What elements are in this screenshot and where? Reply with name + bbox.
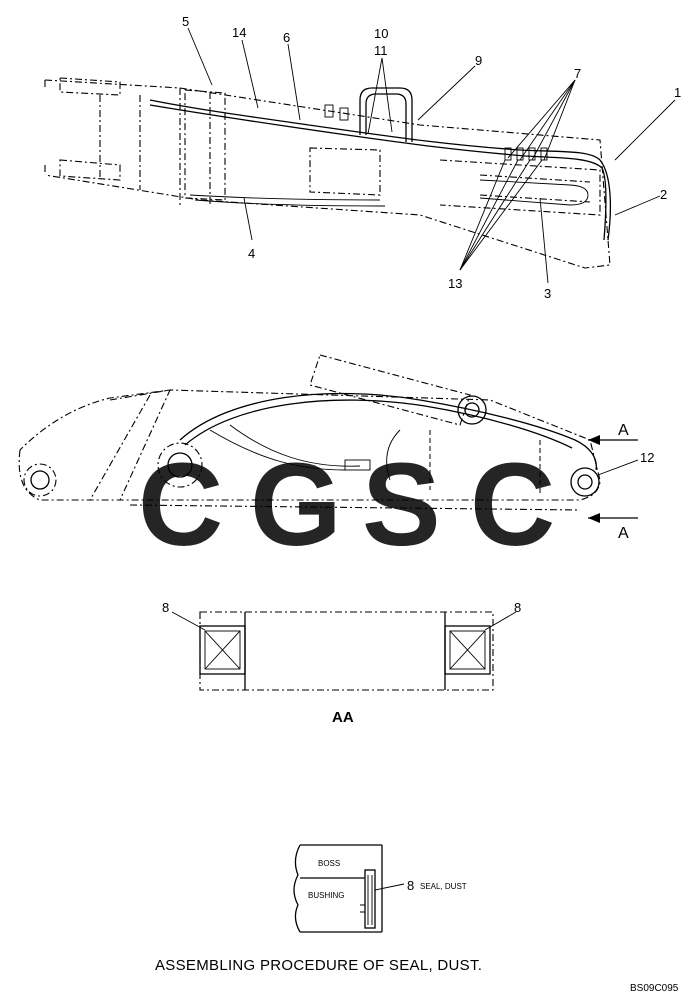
callout-8-detail: 8 bbox=[407, 878, 414, 893]
figure-caption: ASSEMBLING PROCEDURE OF SEAL, DUST. bbox=[155, 957, 482, 974]
bushing-label: BUSHING bbox=[308, 891, 344, 900]
seal-dust-label: SEAL, DUST bbox=[420, 882, 467, 891]
watermark-letter-3: S bbox=[362, 439, 441, 571]
callout-8-left: 8 bbox=[162, 600, 169, 615]
dust-seal bbox=[364, 869, 376, 929]
seal-left bbox=[199, 625, 246, 675]
callout-12: 12 bbox=[640, 450, 654, 465]
callout-13: 13 bbox=[448, 276, 462, 291]
callout-14: 14 bbox=[232, 25, 246, 40]
callout-3: 3 bbox=[544, 286, 551, 301]
section-marker-a-top: A bbox=[618, 422, 629, 439]
side-view: A A 12 bbox=[18, 354, 654, 542]
watermark-letter-1: C bbox=[138, 439, 223, 571]
callout-9: 9 bbox=[475, 53, 482, 68]
callout-6: 6 bbox=[283, 30, 290, 45]
section-view-aa: 8 8 AA bbox=[162, 600, 521, 726]
figure-code: BS09C095 bbox=[630, 983, 679, 994]
watermark-letter-4: C bbox=[470, 439, 555, 571]
watermark-cgsc: C G S C bbox=[138, 439, 555, 571]
callout-5: 5 bbox=[182, 14, 189, 29]
callout-1: 1 bbox=[674, 85, 681, 100]
callout-7: 7 bbox=[574, 66, 581, 81]
callout-11: 11 bbox=[374, 43, 388, 58]
section-label-aa: AA bbox=[332, 709, 354, 726]
callout-10: 10 bbox=[374, 26, 388, 41]
detail-view: BOSS BUSHING 8 SEAL, DUST bbox=[293, 844, 467, 933]
callout-8-right: 8 bbox=[514, 600, 521, 615]
watermark-letter-2: G bbox=[250, 439, 342, 571]
section-marker-a-bottom: A bbox=[618, 525, 629, 542]
seal-right bbox=[444, 625, 491, 675]
boss-label: BOSS bbox=[318, 859, 340, 868]
callout-4: 4 bbox=[248, 246, 255, 261]
callout-2: 2 bbox=[660, 187, 667, 202]
top-view: 5 14 6 10 11 9 7 1 2 3 13 4 bbox=[44, 14, 681, 301]
